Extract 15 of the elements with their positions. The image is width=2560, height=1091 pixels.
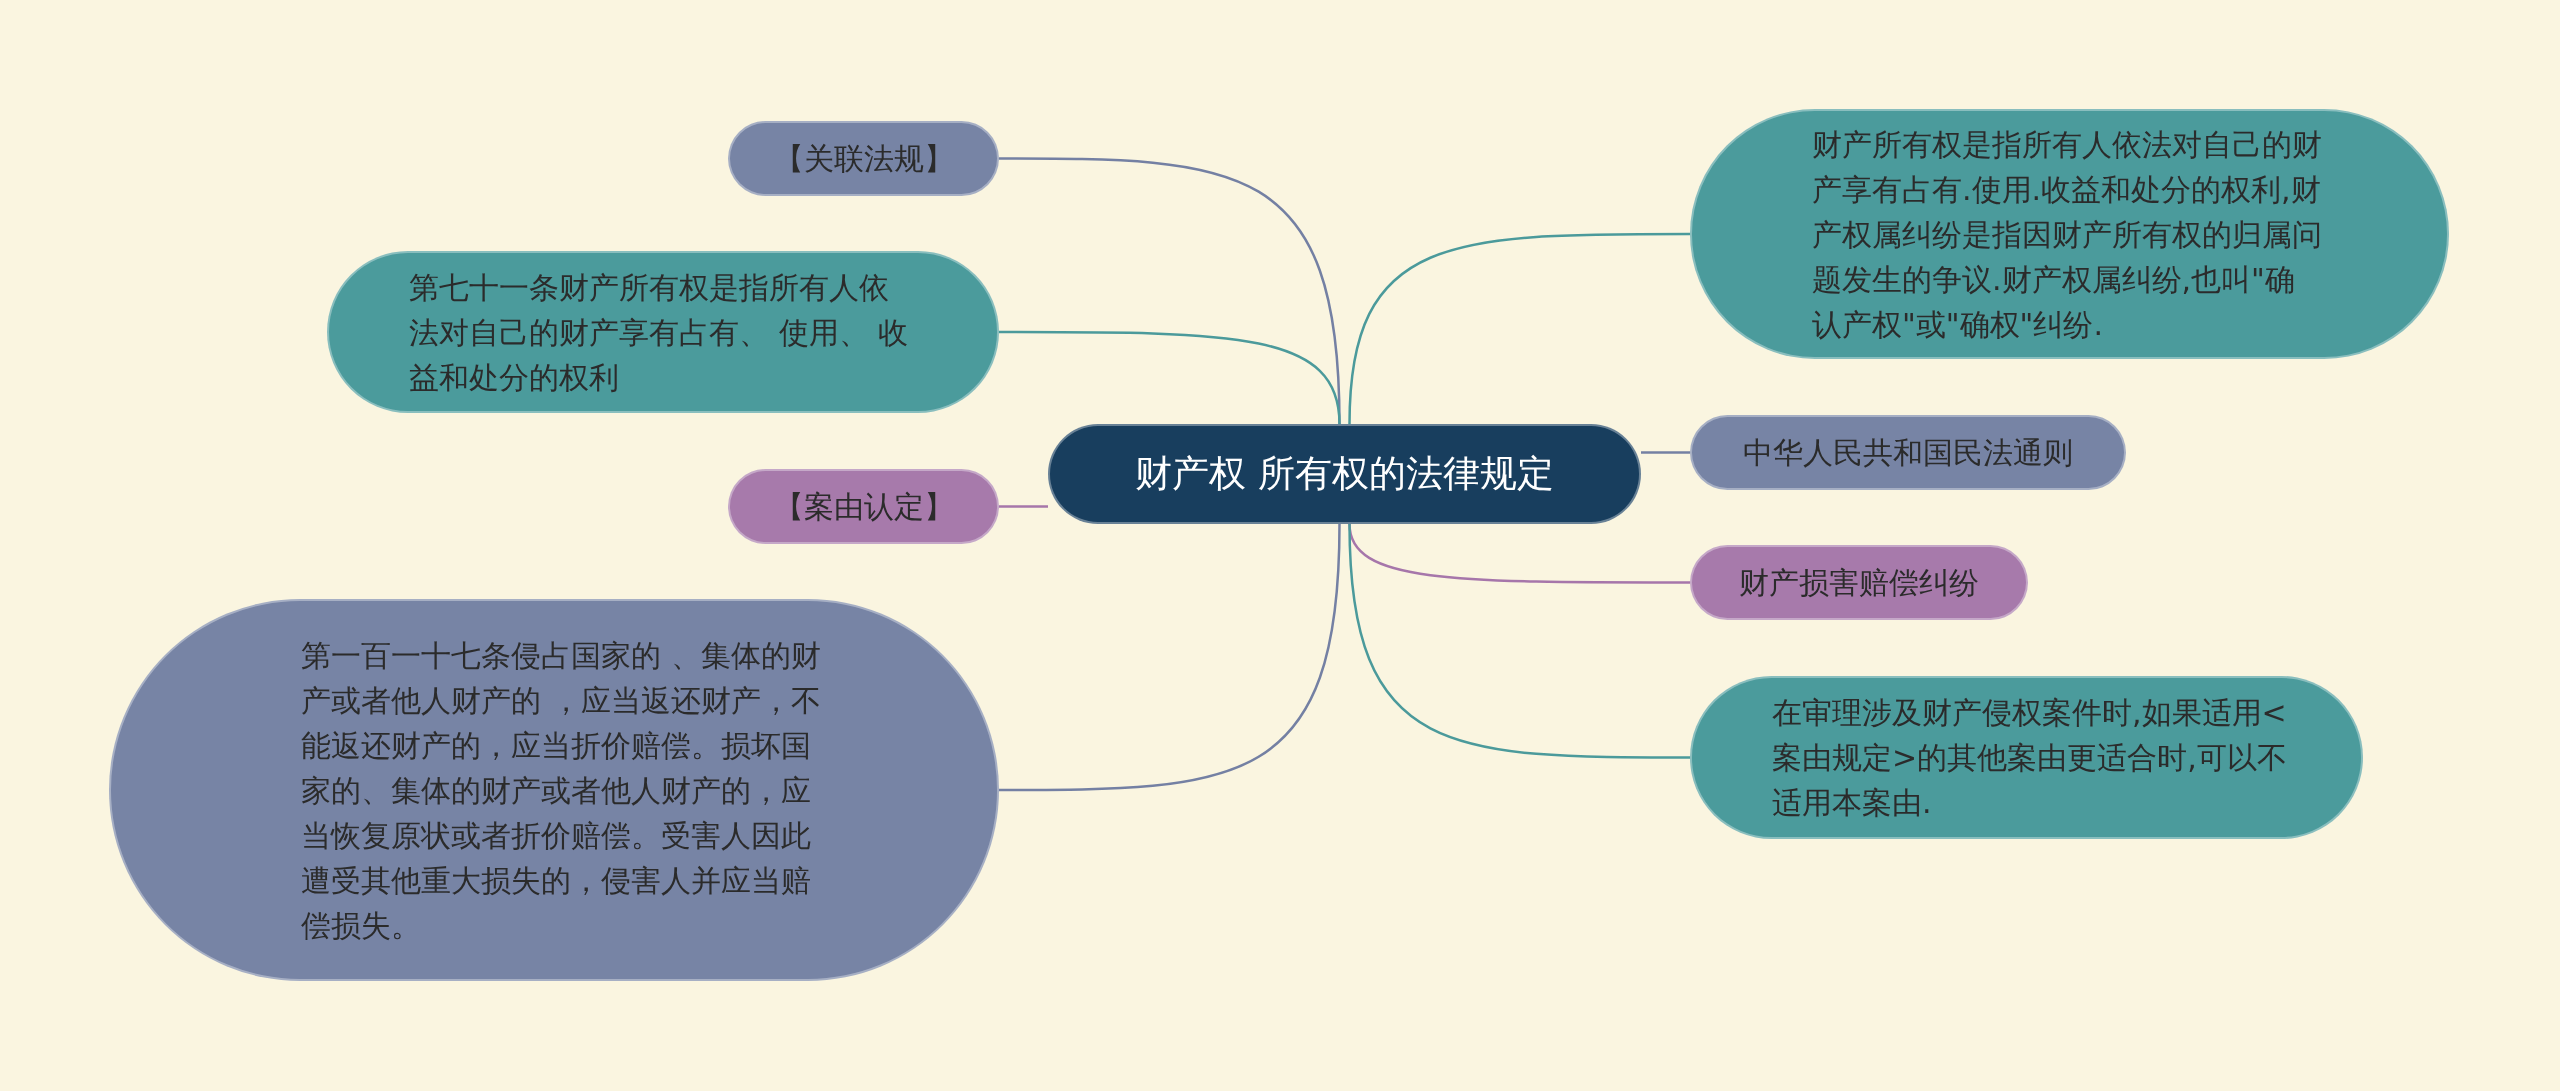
- topic-text: 【案由认定】: [773, 488, 954, 526]
- connector-line: [1348, 232, 1690, 425]
- topic-text: 财产所有权是指所有人依法对自己的财产享有占有.使用.收益和处分的权利,财产权属纠纷是指因财产所有权的归属问题发生的争议.财产权属纠纷,也叫"确认产权"或"确权"纠纷.: [1812, 125, 2322, 344]
- connector-line: [999, 505, 1048, 508]
- topic-text: 第七十一条财产所有权是指所有人依法对自己的财产享有占有、 使用、 收益和处分的权利: [409, 268, 909, 397]
- topic-text: 中华人民共和国民法通则: [1743, 434, 2073, 472]
- connector-line: [999, 330, 1341, 425]
- connector-line: [1641, 451, 1690, 454]
- topic-text: 在审理涉及财产侵权案件时,如果适用<案由规定>的其他案由更适合时,可以不适用本案由.: [1772, 694, 2288, 822]
- connector-line: [999, 523, 1341, 792]
- topic-text: 第一百一十七条侵占国家的 、集体的财产或者他人财产的 ，应当返还财产，不能返还财产的，应当折价赔偿。损坏国家的、集体的财产或者他人财产的，应当恢复原状或者折价赔偿。受害人因此遭受其他重大损失的，侵害人并应当赔偿损失。: [301, 636, 821, 945]
- topic-text: 【关联法规】: [773, 140, 954, 178]
- topic-text: 财产损害赔偿纠纷: [1739, 564, 1979, 602]
- connector-line: [1348, 523, 1690, 759]
- topic-text: 财产权 所有权的法律规定: [1135, 451, 1554, 497]
